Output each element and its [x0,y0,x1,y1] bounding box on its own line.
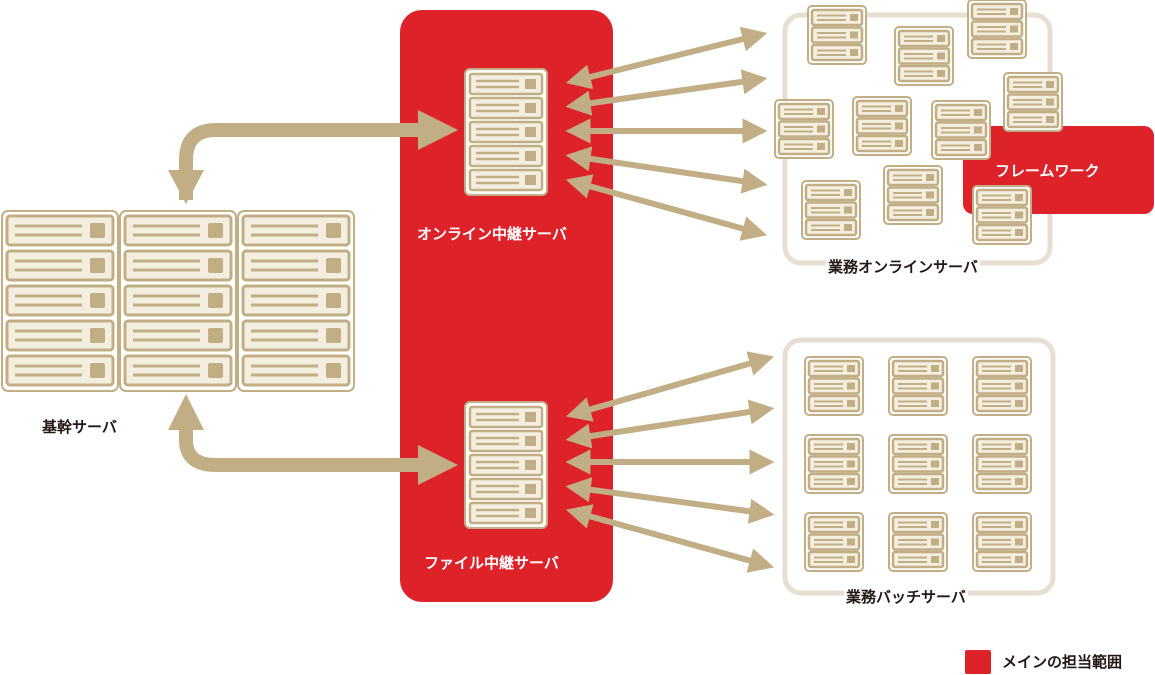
batch-fanout-arrows [565,351,775,573]
online-relay-label: オンライン中継サーバ [417,225,567,243]
online-relay-server-icon [463,67,549,197]
core-to-online-arrow [179,123,420,200]
core-down-arrowhead [168,394,204,430]
online-fanout-arrows [565,26,768,241]
file-relay-label: ファイル中継サーバ [424,554,559,572]
online-relay-arrowhead [418,110,458,150]
framework-label: フレームワーク [995,162,1100,180]
online-business-label: 業務オンラインサーバ [826,256,980,277]
file-relay-server-icon [463,400,549,530]
relay-column [400,10,613,602]
legend-swatch [965,650,991,674]
core-server-icon [0,209,356,393]
core-server-label: 基幹サーバ [42,418,117,436]
core-to-file-arrow [179,425,420,472]
batch-business-server-icons [803,355,1033,573]
online-business-server-icons [773,0,1064,246]
core-up-arrowhead [168,170,204,204]
batch-business-label: 業務バッチサーバ [844,586,968,607]
legend-label: メインの担当範囲 [1002,653,1123,671]
file-relay-arrowhead [418,445,458,485]
